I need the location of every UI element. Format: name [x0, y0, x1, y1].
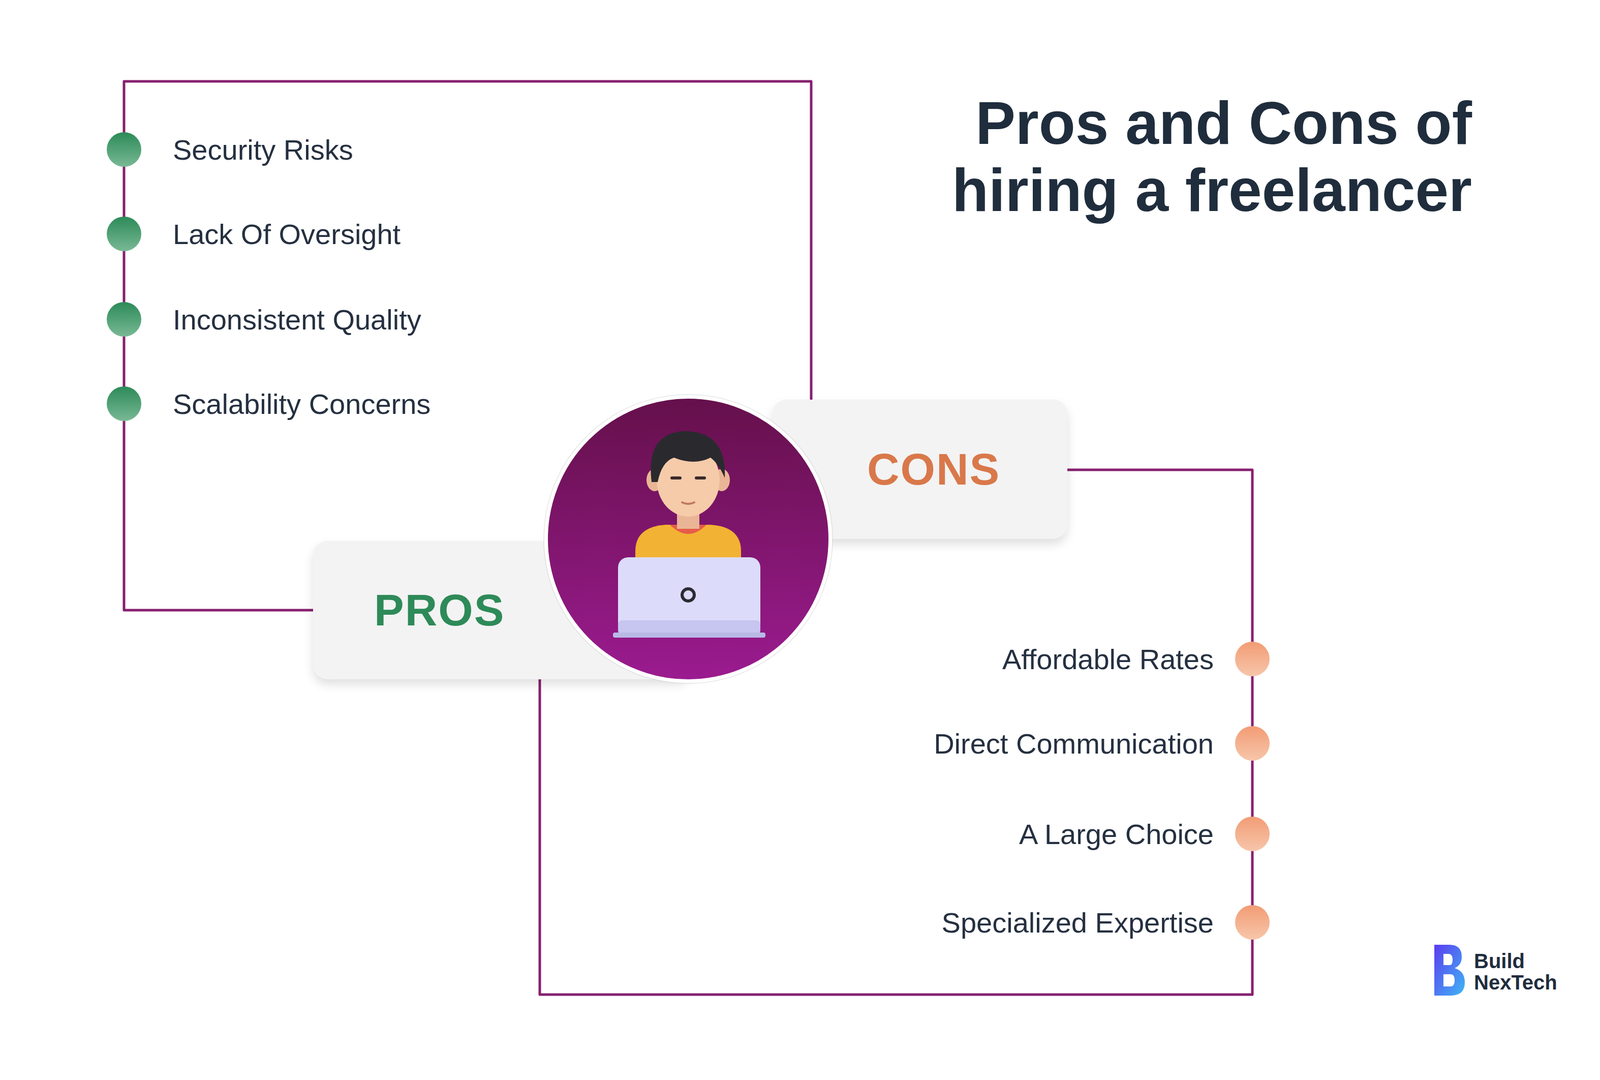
list-item: Inconsistent Quality	[172, 302, 422, 336]
list-item: A Large Choice	[1019, 817, 1214, 851]
face	[656, 443, 720, 517]
list-item: Affordable Rates	[1002, 642, 1214, 676]
hair	[650, 431, 725, 482]
logo-icon	[1434, 944, 1465, 996]
pros-box: PROS	[313, 540, 692, 680]
cons-box: CONS	[772, 399, 1068, 539]
list-item: Direct Communication	[933, 726, 1214, 760]
bullet-dots	[106, 132, 1270, 940]
logo-mark	[1434, 944, 1465, 996]
bullet-dot	[106, 301, 142, 337]
bullet-dot	[1235, 816, 1270, 851]
bullet-dot	[1235, 641, 1270, 676]
box-heading: CONS	[867, 443, 1001, 496]
logo-text: NexTech	[1473, 971, 1558, 993]
ear	[646, 468, 663, 491]
collar	[669, 524, 707, 534]
list-item: Scalability Concerns	[172, 387, 431, 421]
list-item: Security Risks	[172, 133, 354, 167]
bullet-dot	[106, 216, 142, 252]
neck	[677, 506, 700, 529]
bullet-dot	[106, 386, 142, 421]
ear	[713, 468, 730, 491]
bullet-dot	[1235, 904, 1270, 940]
logo-text: Build	[1473, 950, 1525, 971]
bullet-dot	[106, 132, 142, 167]
diagram-title: Pros and Cons of hiring a freelancer	[862, 89, 1472, 224]
bracket-connector	[124, 81, 812, 610]
box-heading: PROS	[374, 583, 505, 636]
bullet-dot	[1235, 725, 1270, 761]
list-item: Lack Of Oversight	[172, 217, 401, 251]
list-item: Specialized Expertise	[941, 905, 1214, 939]
